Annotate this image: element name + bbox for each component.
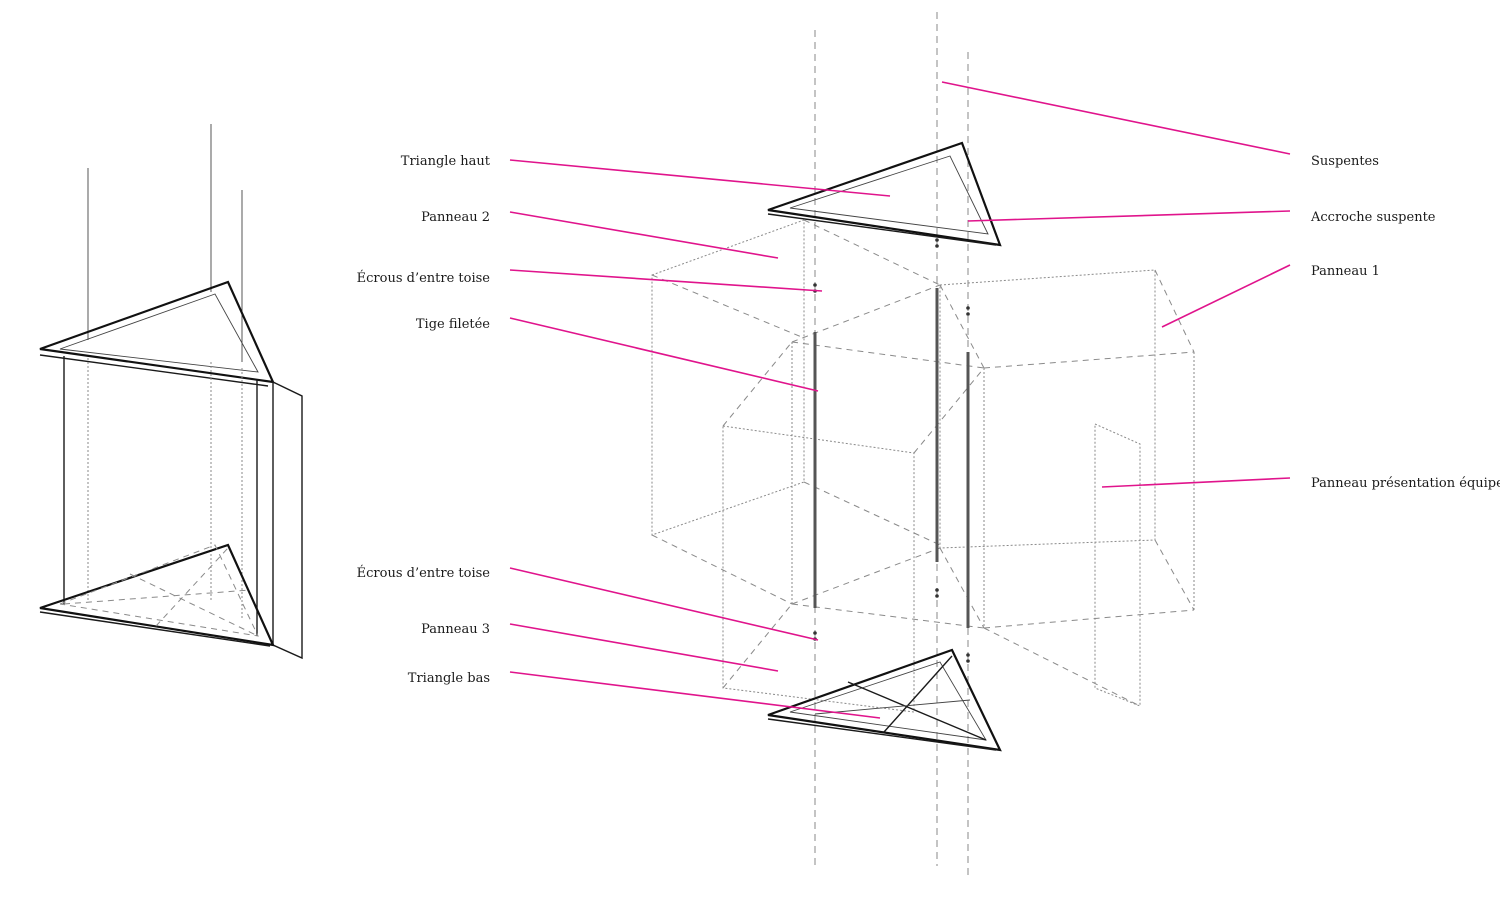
label-panneau-2: Panneau 2 xyxy=(421,210,490,225)
leader-ecrous-haut xyxy=(509,269,823,292)
leader-tige-filetee xyxy=(509,317,819,392)
top-triangle-inner xyxy=(789,155,989,235)
panel-3-edge-2 xyxy=(913,367,985,454)
panel-2-diag-4 xyxy=(803,481,941,546)
nut-3 xyxy=(966,306,970,310)
label-suspentes: Suspentes xyxy=(1311,154,1379,169)
presentation-panel-edge xyxy=(983,627,1141,707)
assembled-front-panel xyxy=(272,380,303,660)
nut-4 xyxy=(966,312,970,316)
label-ecrous-haut: Écrous d’entre toise xyxy=(357,270,491,286)
panel-3-edge-1 xyxy=(722,341,793,427)
nut-6 xyxy=(935,594,939,598)
bottom-triangle-brace-3 xyxy=(814,699,971,715)
panel-1-edge-5 xyxy=(983,609,1195,629)
panel-2-diag-1 xyxy=(651,274,805,339)
prism-bottom-1 xyxy=(791,603,985,629)
assembled-bottom-triangle-edge xyxy=(39,611,271,647)
panel-2-face xyxy=(651,219,805,536)
top-triangle-edge xyxy=(767,213,997,246)
assembled-top-triangle-inner xyxy=(59,293,259,373)
leader-triangle-bas xyxy=(509,671,881,719)
leader-panneau-2 xyxy=(509,211,779,259)
panel-3-face xyxy=(722,425,915,713)
assembled-top-triangle xyxy=(39,280,275,384)
exploded-view xyxy=(651,12,1195,876)
assembled-bottom-hidden-1 xyxy=(129,573,259,637)
leader-lines xyxy=(509,81,1291,719)
prism-bottom-3 xyxy=(939,547,985,629)
leader-triangle-haut xyxy=(509,159,891,197)
bottom-triangle-edge xyxy=(767,718,997,751)
bottom-triangle xyxy=(767,648,1002,752)
nut-top-center-1 xyxy=(935,238,939,242)
label-panneau-1: Panneau 1 xyxy=(1311,264,1380,279)
leader-panneau-presentation xyxy=(1101,477,1291,488)
label-panneau-3: Panneau 3 xyxy=(421,622,490,637)
label-triangle-haut: Triangle haut xyxy=(401,154,491,169)
assembled-top-triangle-edge xyxy=(39,354,269,387)
prism-top-2 xyxy=(939,284,985,369)
labels: Triangle haut Panneau 2 Écrous d’entre t… xyxy=(357,154,1500,686)
nut-5 xyxy=(935,588,939,592)
nut-7 xyxy=(813,631,817,635)
nut-top-center-2 xyxy=(935,244,939,248)
panel-2-diag-2 xyxy=(803,219,941,286)
panel-1-face xyxy=(939,269,1156,549)
leader-ecrous-bas xyxy=(509,567,819,641)
bottom-triangle-brace-1 xyxy=(847,681,987,741)
label-ecrous-bas: Écrous d’entre toise xyxy=(357,565,491,581)
panel-1-edge-3 xyxy=(1154,539,1195,611)
panel-3-edge-3 xyxy=(722,603,793,689)
leader-panneau-1 xyxy=(1161,264,1291,328)
leader-panneau-3 xyxy=(509,623,779,672)
label-tige-filetee: Tige filetée xyxy=(416,317,490,332)
nut-9 xyxy=(966,653,970,657)
leader-suspentes xyxy=(941,81,1291,155)
nut-10 xyxy=(966,659,970,663)
prism-top-3 xyxy=(791,341,985,369)
presentation-panel-face xyxy=(1094,423,1141,707)
bottom-triangle-brace-2 xyxy=(883,655,953,733)
assembled-view xyxy=(39,124,303,660)
panel-1-edge-4 xyxy=(983,351,1195,369)
label-triangle-bas: Triangle bas xyxy=(408,671,490,686)
assembled-bottom-hidden-triangle xyxy=(59,544,259,637)
label-accroche-suspente: Accroche suspente xyxy=(1310,210,1436,225)
assembled-bottom-hidden-3 xyxy=(63,589,251,605)
panel-2-diag-3 xyxy=(651,534,793,605)
assembled-bottom-hidden-2 xyxy=(155,547,229,627)
leader-accroche-suspente xyxy=(967,210,1291,222)
label-panneau-presentation: Panneau présentation équipe xyxy=(1311,476,1500,491)
assembled-bottom-triangle xyxy=(39,543,275,647)
nut-1 xyxy=(813,283,817,287)
panel-1-edge-1 xyxy=(1154,269,1195,353)
prism-bottom-2 xyxy=(791,547,941,605)
prism-top-1 xyxy=(791,284,941,343)
top-triangle xyxy=(767,141,1002,247)
